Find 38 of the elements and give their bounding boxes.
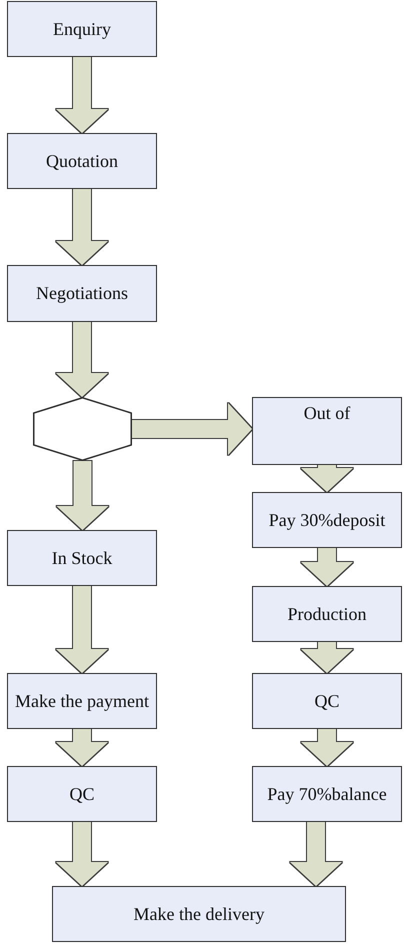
block-arrow (56, 461, 108, 530)
step-label: Pay 70%balance (267, 784, 387, 804)
step-label: Make the payment (15, 690, 149, 712)
block-arrow (56, 57, 108, 133)
block-arrow (56, 586, 108, 673)
step-label: Quotation (46, 150, 118, 172)
process-box (7, 766, 157, 822)
step-label: Production (288, 604, 366, 624)
step-label: In Stock (52, 548, 112, 568)
block-arrow (290, 822, 342, 886)
block-arrow (132, 403, 252, 455)
process-box (7, 530, 157, 586)
process-box (7, 133, 157, 189)
process-box (252, 492, 402, 548)
block-arrow (56, 189, 108, 265)
step-label: QC (69, 784, 94, 804)
block-arrow (56, 729, 108, 766)
process-box (52, 886, 346, 942)
step-label: Negotiations (36, 283, 128, 304)
process-box (252, 766, 402, 822)
process-box (7, 673, 157, 729)
step-label: Enquiry (53, 18, 111, 40)
block-arrow (56, 822, 108, 886)
step-label: QC (314, 690, 340, 712)
process-box (252, 673, 402, 729)
process-box (252, 586, 402, 642)
process-box (252, 397, 402, 465)
process-box (7, 265, 157, 322)
block-arrow (301, 642, 353, 673)
step-label: Out of (304, 403, 350, 424)
block-arrow (301, 465, 353, 492)
decision-shape (33, 397, 132, 461)
block-arrow (56, 322, 108, 397)
block-arrow (301, 729, 353, 766)
block-arrow (301, 548, 353, 586)
process-box (7, 1, 157, 57)
step-label: Make the delivery (134, 904, 264, 924)
step-label: Pay 30%deposit (268, 510, 386, 530)
